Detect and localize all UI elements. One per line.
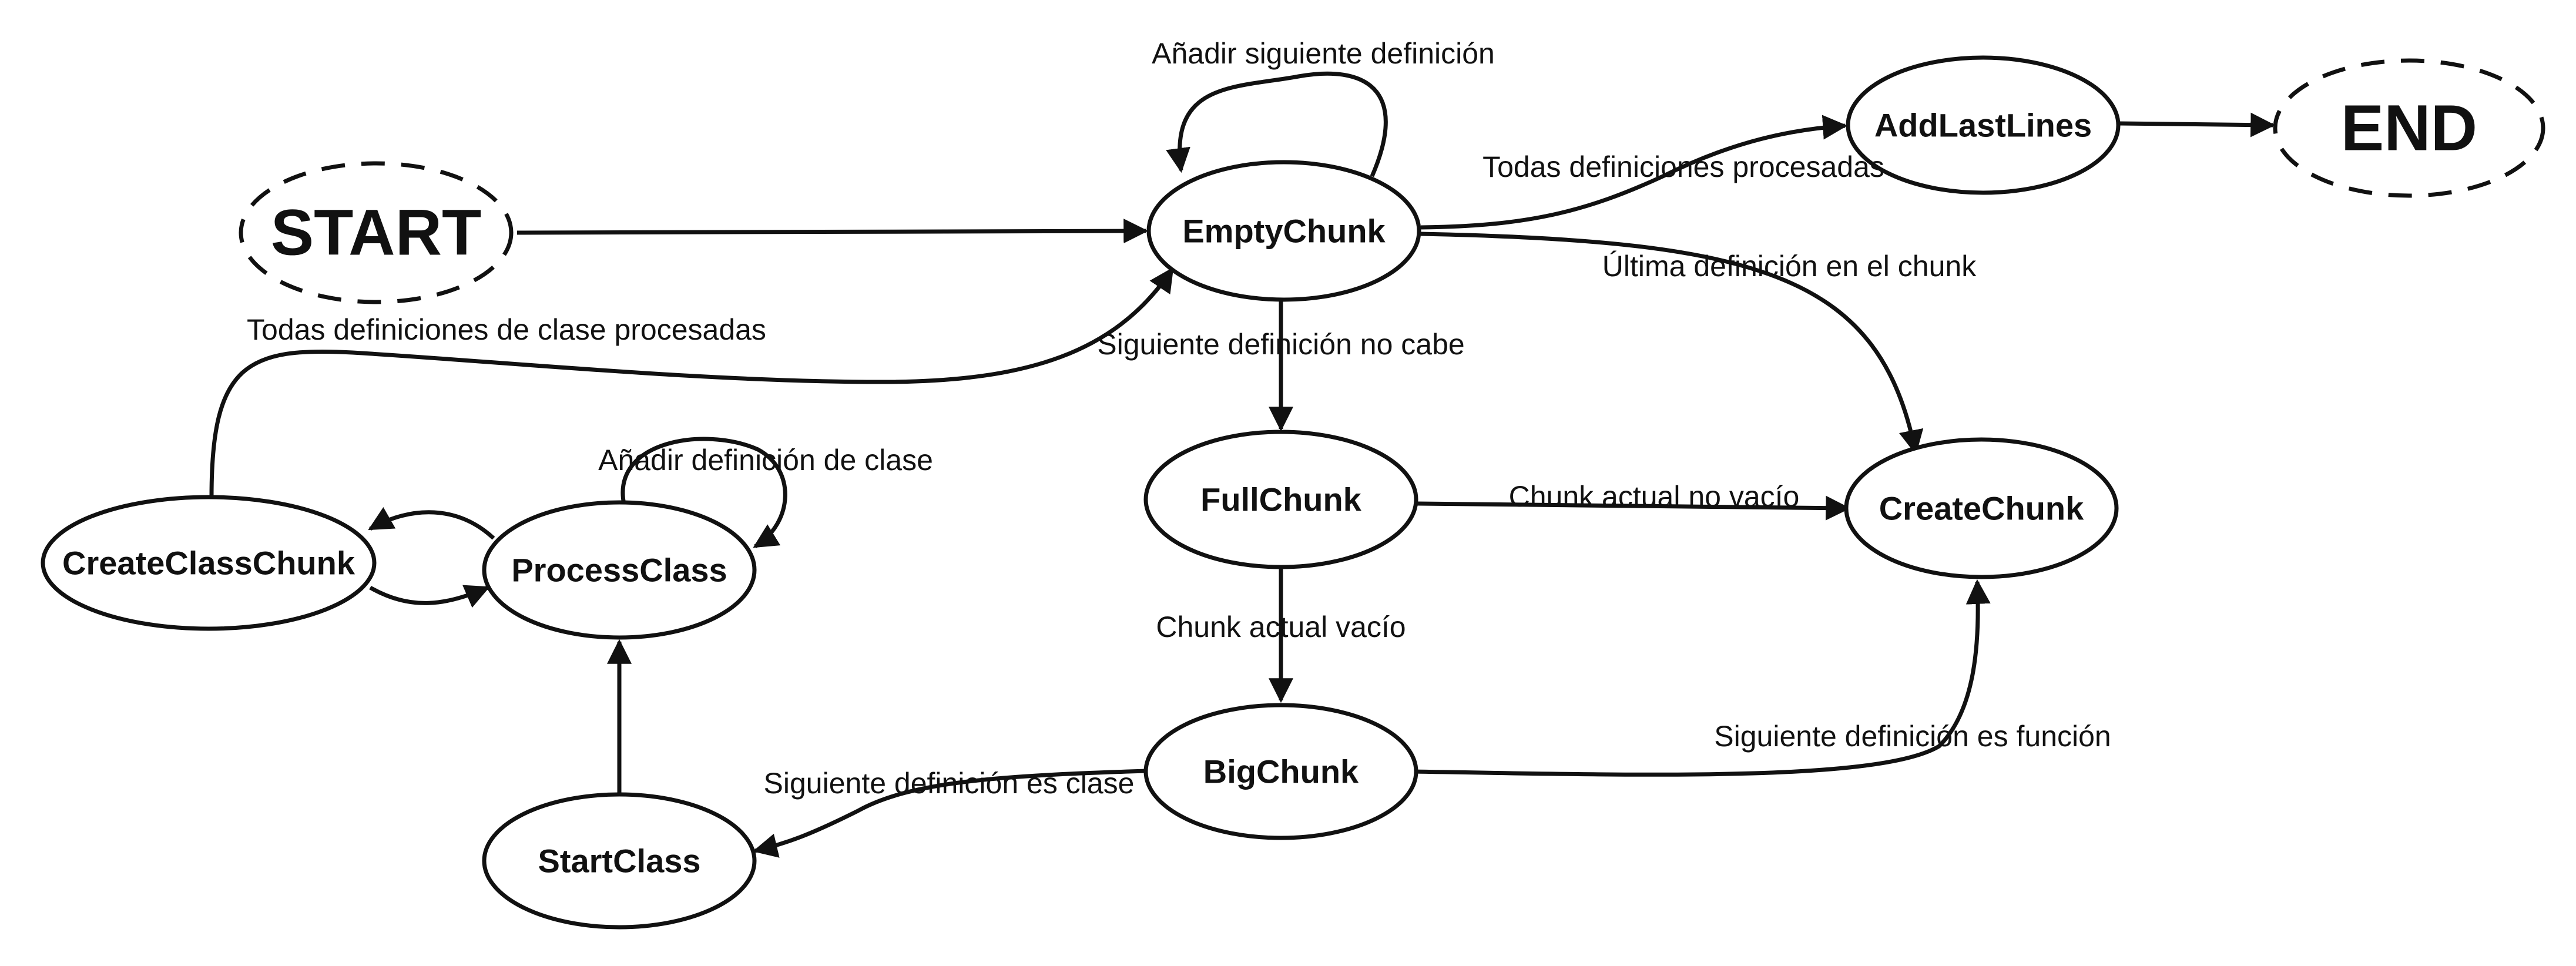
node-fullchunk: FullChunk (1143, 430, 1418, 569)
edge-label-last-definition-in-chunk: Última definición en el chunk (1602, 250, 1977, 283)
edge-label-next-definition-is-function: Siguiente definición es función (1714, 720, 2111, 753)
edge-emptychunk-to-addlastlines (1420, 115, 1848, 230)
edge-processclass-to-createclasschunk (368, 507, 495, 540)
edge-label-current-chunk-empty: Chunk actual vacío (1156, 611, 1406, 643)
node-start: START (239, 161, 514, 304)
edge-emptychunk-self-loop (1166, 71, 1388, 177)
edge-emptychunk-to-createchunk (1420, 232, 1924, 455)
node-createchunk: CreateChunk (1844, 437, 2119, 579)
node-processclass-label: ProcessClass (511, 552, 727, 589)
node-fullchunk-label: FullChunk (1200, 481, 1362, 518)
edge-label-add-class-definition: Añadir definición de clase (598, 444, 933, 477)
node-createclasschunk-label: CreateClassChunk (62, 545, 355, 582)
edge-processclass-self-loop (620, 437, 787, 548)
node-addlastlines: AddLastLines (1846, 55, 2121, 195)
node-startclass-label: StartClass (538, 843, 700, 880)
edge-label-all-definitions-processed: Todas definiciones procesadas (1482, 150, 1884, 183)
edge-addlastlines-to-end (2118, 112, 2276, 137)
edge-start-to-emptychunk (516, 219, 1149, 244)
node-emptychunk-label: EmptyChunk (1182, 213, 1386, 250)
edge-fullchunk-to-createchunk (1416, 495, 1851, 521)
edge-createclasschunk-to-processclass (369, 585, 490, 608)
edge-label-next-definition-does-not-fit: Siguiente definición no cabe (1097, 328, 1464, 361)
node-bigchunk: BigChunk (1143, 703, 1418, 840)
edges (209, 71, 2276, 858)
node-emptychunk: EmptyChunk (1146, 160, 1421, 302)
edge-labels: Añadir siguiente definición Todas defini… (247, 37, 2111, 800)
node-addlastlines-label: AddLastLines (1874, 107, 2092, 144)
edge-label-next-definition-is-class: Siguiente definición es clase (764, 767, 1135, 800)
edge-bigchunk-to-startclass (752, 769, 1148, 858)
node-createchunk-label: CreateChunk (1879, 490, 2084, 527)
edge-label-current-chunk-not-empty: Chunk actual no vacío (1509, 480, 1800, 513)
node-bigchunk-label: BigChunk (1203, 753, 1359, 790)
edge-bigchunk-to-createchunk (1414, 579, 1991, 777)
node-start-label: START (271, 197, 481, 269)
node-end-label: END (2341, 92, 2477, 165)
node-processclass: ProcessClass (482, 500, 757, 640)
edge-label-all-class-definitions-processed: Todas definiciones de clase procesadas (247, 313, 766, 346)
edge-label-add-next-definition: Añadir siguiente definición (1152, 37, 1495, 70)
nodes: START END EmptyChunk AddLastLines FullCh… (41, 55, 2545, 930)
node-end: END (2273, 58, 2545, 198)
edge-createclasschunk-to-emptychunk (209, 267, 1174, 497)
node-startclass: StartClass (482, 792, 757, 930)
node-createclasschunk: CreateClassChunk (41, 495, 377, 631)
